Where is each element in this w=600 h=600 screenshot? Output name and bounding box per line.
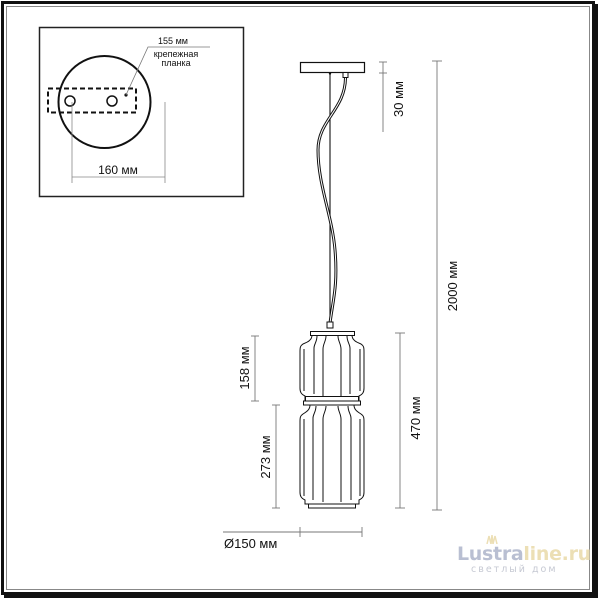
total-height-label: 2000 мм: [445, 261, 460, 311]
dimension-lines: [223, 60, 442, 537]
suspension: [316, 73, 347, 329]
upper-shade-outline: [299, 334, 365, 402]
bottom-base: [308, 503, 356, 509]
lower-rib-2: [322, 405, 327, 502]
lower-rib-1: [312, 405, 317, 500]
canopy-height-label: 30 мм: [391, 81, 406, 117]
canopy-diameter-label: 160 мм: [98, 163, 138, 177]
upper-rib-3: [337, 335, 342, 396]
power-cord-fill: [317, 77, 346, 324]
canopy-plate: [299, 61, 366, 74]
canopy-circle: [57, 55, 152, 149]
inset-panel: 155 мм крепежная планка 160 мм: [38, 26, 245, 198]
bracket-hole-left: [64, 95, 76, 107]
ceiling-canopy: [299, 61, 366, 78]
bracket-leader-line: [125, 46, 210, 96]
logo-tagline: светлый дом: [471, 564, 558, 575]
upper-rib-2: [322, 335, 327, 396]
bracket-hole-right: [106, 95, 118, 107]
mounting-bracket-dashed: [47, 87, 137, 114]
body-height-label: 470 мм: [408, 396, 423, 439]
logo-crown-icon: [486, 535, 498, 544]
middle-ring-2: [303, 400, 361, 406]
lower-shade-outline: [299, 404, 365, 505]
bracket-name-line1: крепежная: [154, 49, 199, 59]
upper-shade-height-label: 158 мм: [237, 346, 252, 389]
bracket-width-label: 155 мм: [158, 36, 188, 46]
diameter-label: Ø150 мм: [224, 536, 277, 551]
lamp-body: [299, 331, 365, 509]
cord-connector: [326, 321, 334, 329]
inset-border: [38, 26, 245, 198]
lower-rib-4: [347, 405, 352, 500]
dimension-labels: 30 мм 2000 мм 470 мм 158 мм 273 мм Ø150 …: [224, 81, 460, 551]
logo-part1: Lustra: [457, 543, 524, 565]
cable-grommet: [342, 72, 349, 78]
lower-rib-3: [337, 405, 342, 502]
frame-inner-border: [6, 6, 590, 590]
upper-rib-4: [346, 335, 351, 394]
upper-rib-1: [313, 335, 318, 394]
lustraline-logo: Lustraline.ru светлый дом: [457, 535, 597, 575]
top-cap: [310, 331, 355, 336]
bracket-name-line2: планка: [161, 58, 190, 68]
logo-wordmark: Lustraline.ru: [457, 544, 597, 564]
logo-part2: line.ru: [523, 543, 591, 565]
middle-ring-1: [305, 396, 359, 402]
lower-shade-height-label: 273 мм: [258, 435, 273, 478]
